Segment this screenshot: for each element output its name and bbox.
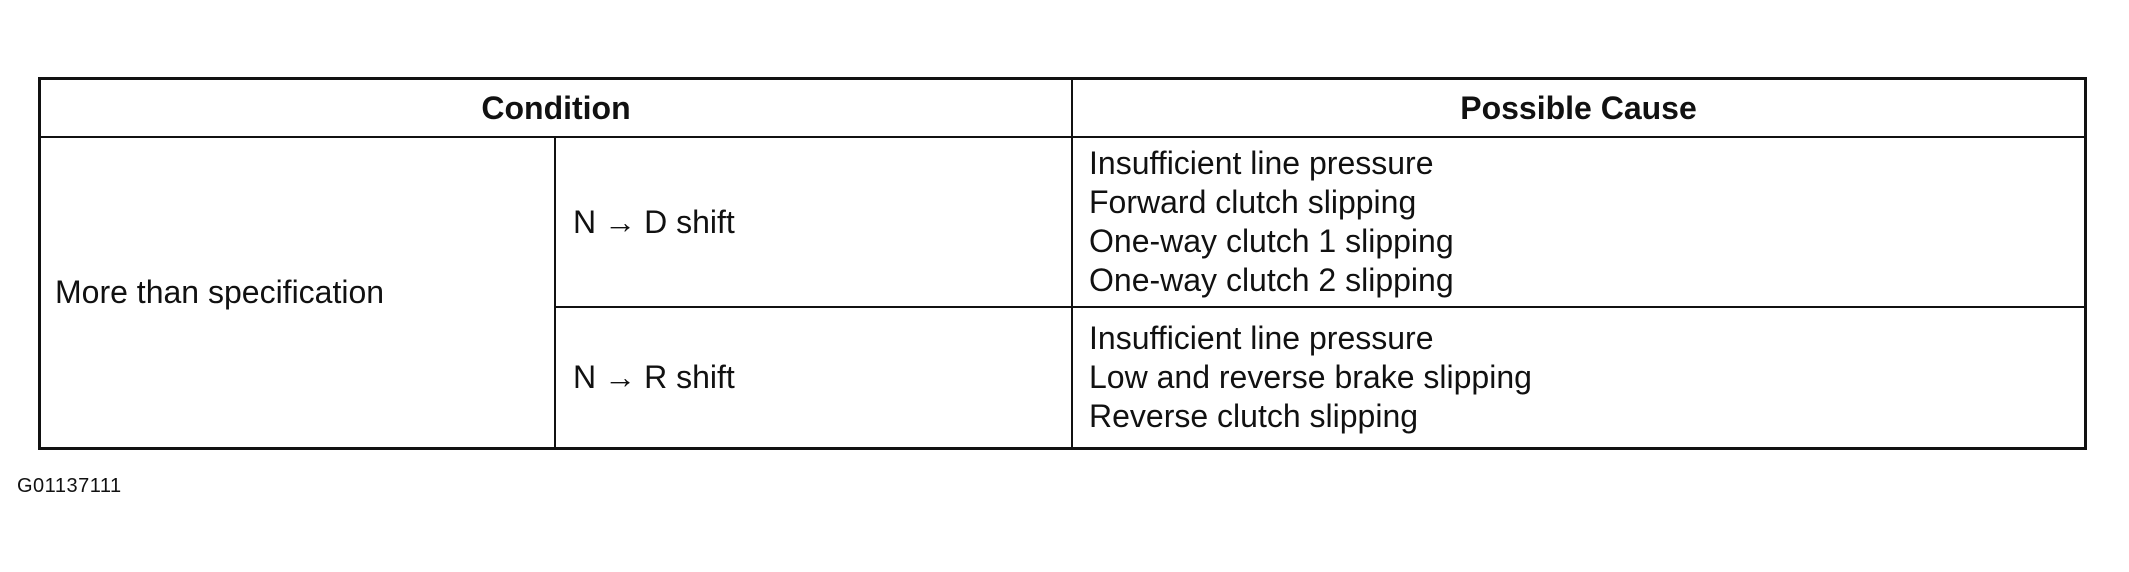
cause-item: Insufficient line pressure: [1089, 320, 1434, 356]
possible-cause-header: Possible Cause: [1071, 80, 2084, 138]
cause-item: Low and reverse brake slipping: [1089, 359, 1532, 395]
shift-from: N: [573, 203, 597, 240]
shift-from: N: [573, 359, 597, 395]
cause-item: One-way clutch 1 slipping: [1089, 223, 1454, 259]
cause-item: Reverse clutch slipping: [1089, 398, 1419, 434]
cause-item: Insufficient line pressure: [1089, 145, 1434, 181]
condition-cell: More than specification: [41, 136, 556, 447]
condition-header: Condition: [41, 80, 1073, 138]
diagnosis-table-frame: Condition Possible Cause More than speci…: [38, 77, 2087, 450]
cause-item: Forward clutch slipping: [1089, 184, 1417, 220]
right-arrow-icon: →: [604, 203, 637, 240]
right-arrow-icon: →: [604, 359, 637, 395]
shift-to: D shift: [644, 203, 735, 240]
table-row: N→R shift Insufficient line pressure Low…: [41, 306, 2084, 447]
table-row: More than specification N→D shift Insuff…: [41, 136, 2084, 447]
causes-cell-n-r: Insufficient line pressure Low and rever…: [1071, 306, 2084, 447]
shift-cell-n-r: N→R shift: [554, 306, 1073, 447]
diagnosis-table: Condition Possible Cause More than speci…: [41, 80, 2084, 447]
shift-to: R shift: [644, 359, 735, 395]
causes-cell-n-d: Insufficient line pressure Forward clutc…: [1071, 136, 2084, 308]
cause-item: One-way clutch 2 slipping: [1089, 262, 1454, 298]
table-header-row: Condition Possible Cause: [41, 80, 2084, 138]
shift-cell-n-d: N→D shift: [554, 136, 1073, 308]
figure-id: G01137111: [17, 475, 122, 497]
